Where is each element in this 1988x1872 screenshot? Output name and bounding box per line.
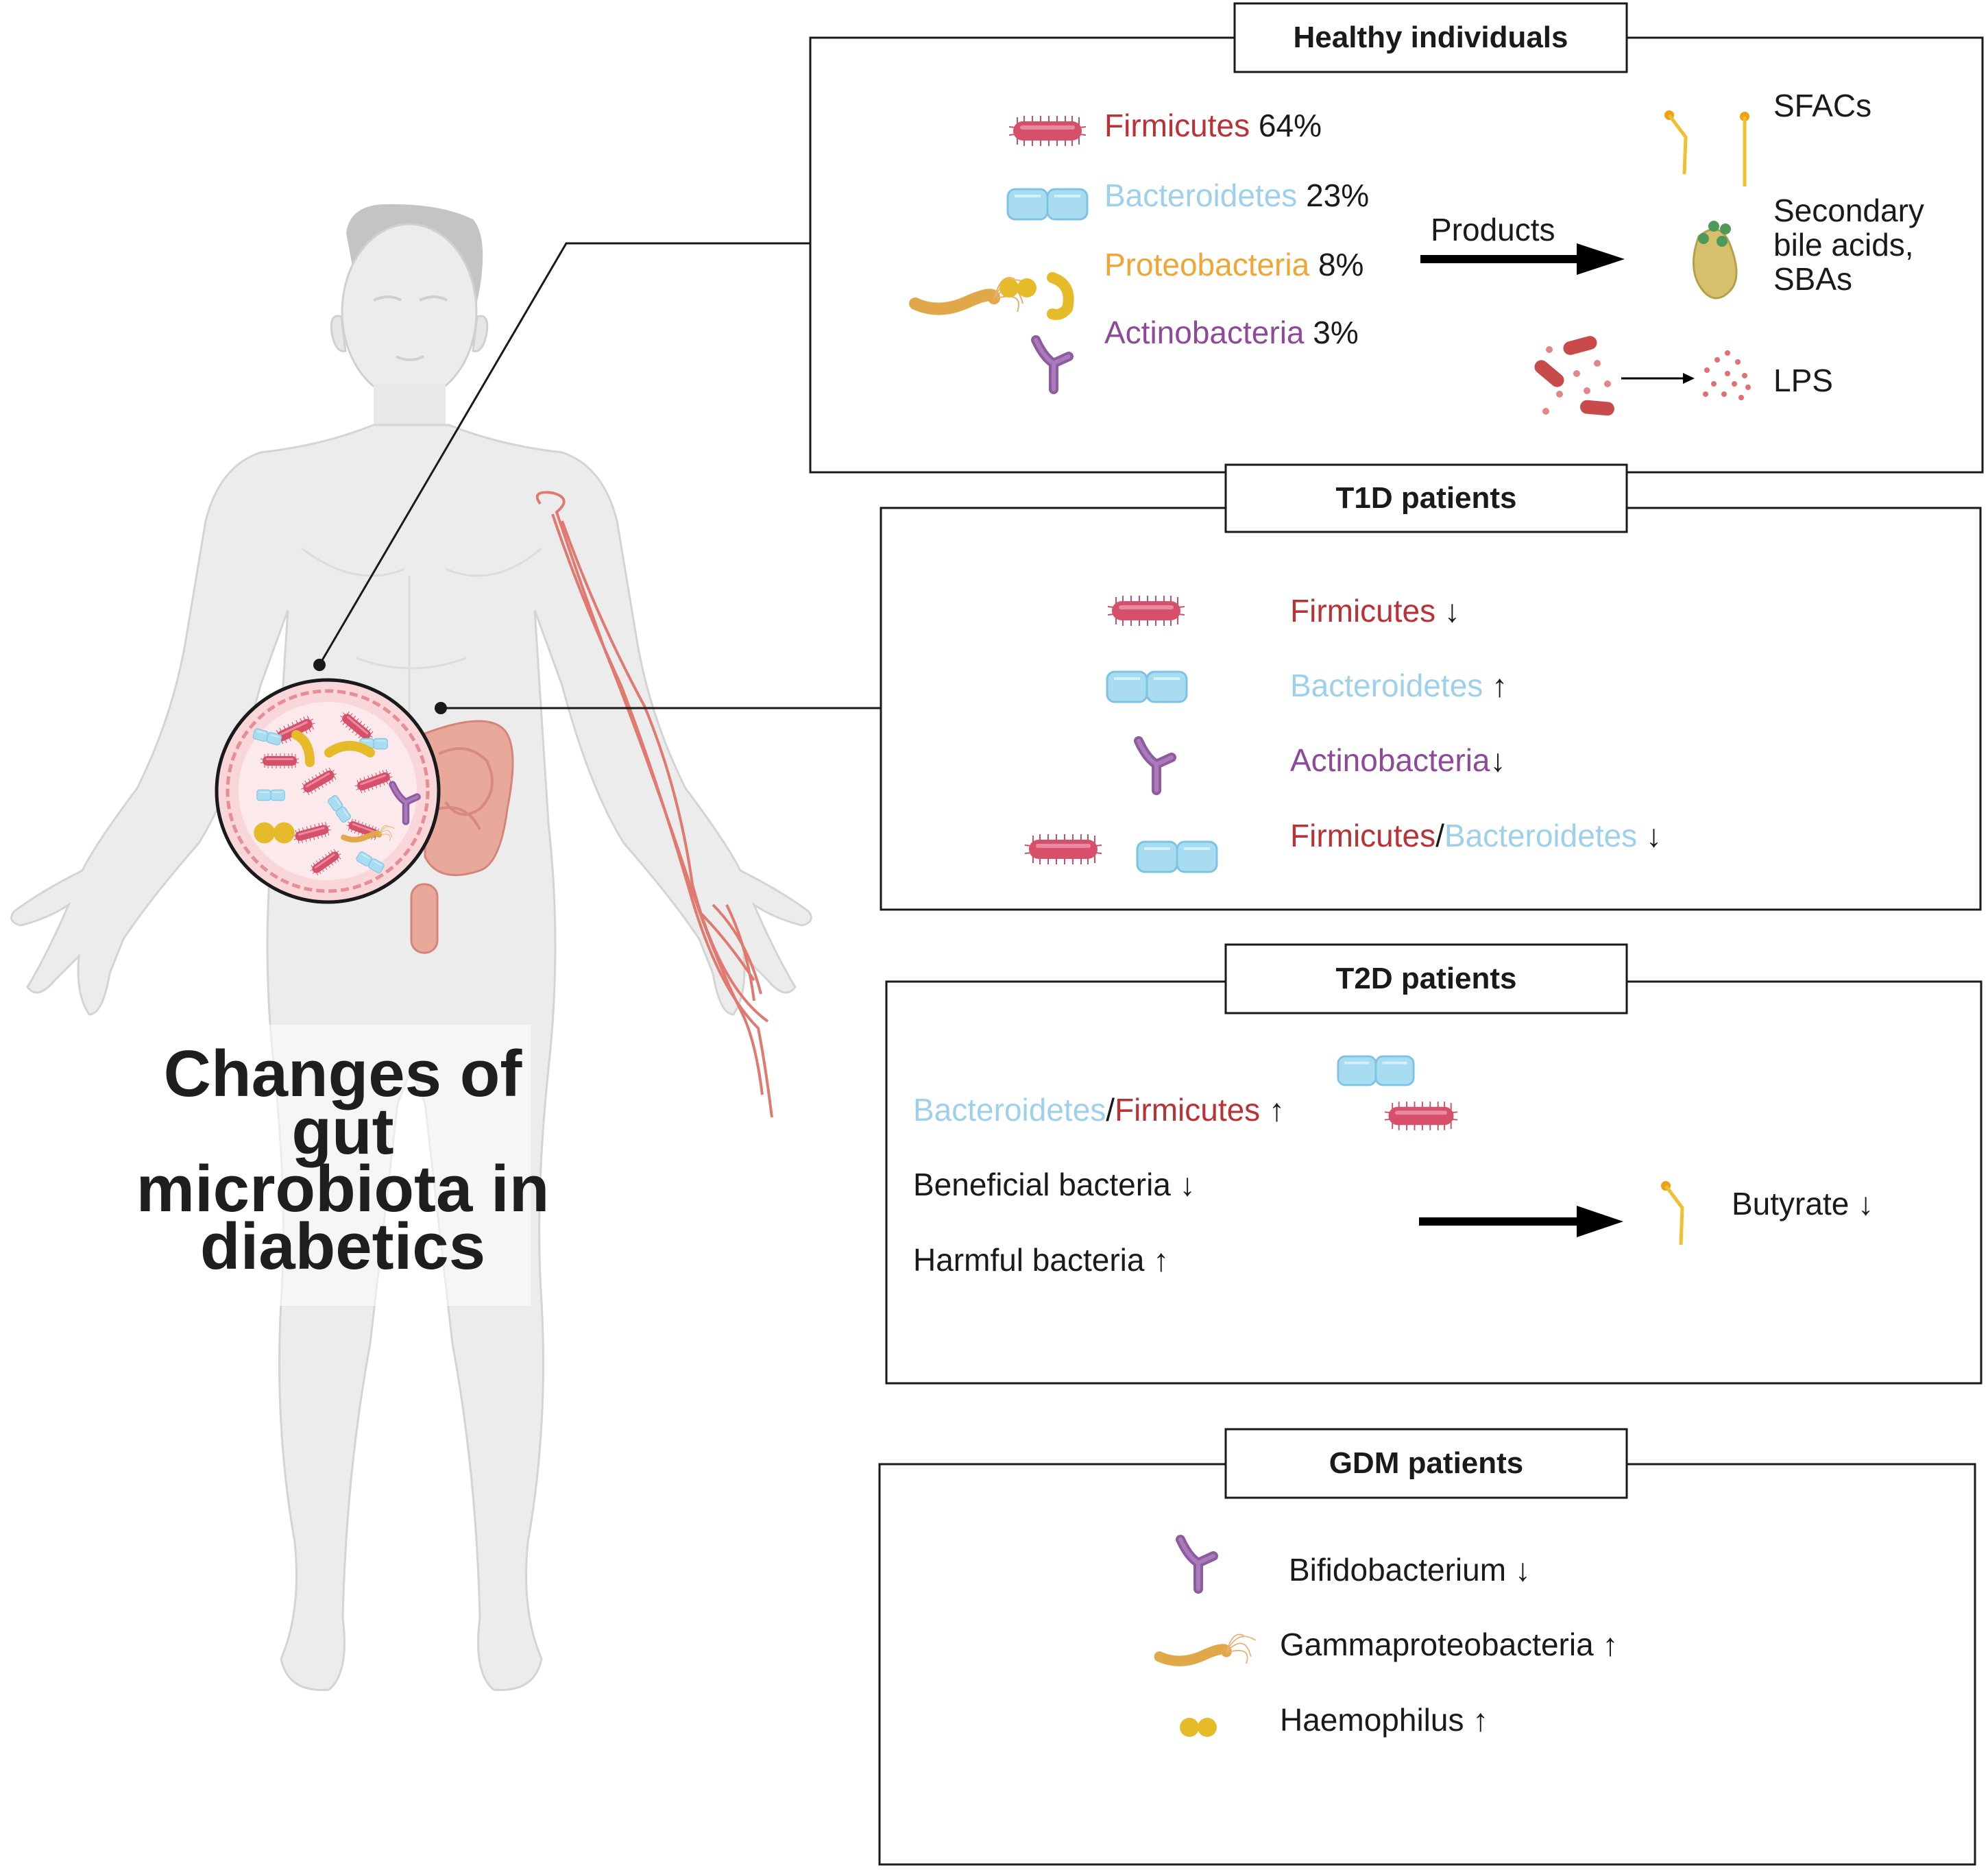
firmicutes-label: Firmicutes [1104, 108, 1250, 143]
sbas-line-1: Secondary [1773, 193, 1924, 228]
proteobacteria-percent: 8% [1318, 247, 1364, 282]
sfacs-label: SFACs [1773, 88, 1872, 123]
t1d-bacteroidetes-row: Bacteroidetes ↑ [1290, 670, 1507, 701]
proteobacteria-label: Proteobacteria [1104, 247, 1310, 282]
main-title: Changes of gut microbiota in diabetics [130, 1037, 555, 1283]
haemophilus-label: Haemophilus ↑ [1280, 1702, 1489, 1738]
sbas-label: Secondary bile acids, SBAs [1773, 193, 1924, 296]
diplococcus-icon [999, 278, 1037, 297]
t2d-bacteroidetes-icon [1337, 1055, 1416, 1086]
t1d-bacteroidetes-label: Bacteroidetes [1290, 668, 1483, 703]
ratio-slash: / [1106, 1092, 1115, 1128]
intestine-illustration [410, 720, 514, 954]
down-arrow-symbol: ↓ [1490, 742, 1506, 778]
gdm-bifidobacterium-icon [1180, 1540, 1213, 1589]
bacteroidetes-percent: 23% [1306, 178, 1370, 213]
bacteroidetes-icon [1006, 188, 1089, 221]
lps-arrow-head [1683, 373, 1695, 384]
healthy-actinobacteria-row: Actinobacteria 3% [1104, 317, 1359, 348]
healthy-bacteroidetes-row: Bacteroidetes 23% [1104, 180, 1369, 211]
connector-dot-1 [313, 659, 326, 671]
main-title-line-1: Changes of gut [163, 1037, 522, 1168]
healthy-title: Healthy individuals [1293, 21, 1568, 54]
vibrio-icon [1047, 272, 1074, 320]
healthy-proteobacteria-row: Proteobacteria 8% [1104, 249, 1363, 280]
t2d-ratio-firmicutes: Firmicutes [1115, 1092, 1261, 1128]
up-arrow-symbol: ↑ [1268, 1092, 1285, 1128]
sfac-icon-2 [1740, 112, 1749, 186]
lps-label: LPS [1773, 363, 1833, 398]
connector-lines [318, 242, 881, 709]
t1d-ratio-firmicutes-icon [1024, 834, 1102, 865]
panel-title-boxes [1224, 2, 1628, 1499]
title-backdrop [152, 1025, 531, 1306]
t2d-ratio-bacteroidetes: Bacteroidetes [913, 1092, 1106, 1128]
down-arrow-symbol: ↓ [1444, 593, 1460, 629]
t1d-firmicutes-icon [1107, 595, 1185, 627]
connector-dot-2 [435, 702, 447, 714]
sbas-line-3: SBAs [1773, 261, 1853, 297]
butyrate-icon [1661, 1181, 1682, 1245]
t1d-ratio-bacteroidetes: Bacteroidetes [1444, 818, 1638, 853]
gut-microbiota-magnifier [215, 678, 441, 904]
gdm-haemophilus-icon [1180, 1718, 1217, 1737]
firmicutes-percent: 64% [1258, 108, 1322, 143]
human-body-figure [10, 204, 812, 1691]
sfac-icon-1 [1664, 110, 1686, 174]
t1d-actinobacteria-label: Actinobacteria [1290, 742, 1490, 778]
t2d-title: T2D patients [1335, 962, 1517, 995]
t1d-firmicutes-label: Firmicutes [1290, 593, 1436, 629]
t2d-arrow-head [1577, 1206, 1623, 1237]
t1d-bacteroidetes-icon [1106, 670, 1188, 703]
actinobacteria-percent: 3% [1313, 315, 1359, 350]
main-title-line-3: diabetics [199, 1210, 486, 1283]
lps-particles-icon [1703, 350, 1751, 400]
harmful-bacteria-label: Harmful bacteria ↑ [913, 1242, 1169, 1278]
gammaproteobacteria-label: Gammaproteobacteria ↑ [1280, 1627, 1619, 1662]
lps-source-icon [1534, 336, 1614, 416]
bile-acid-icon [1692, 221, 1738, 300]
down-arrow-symbol: ↓ [1645, 818, 1662, 853]
actinobacteria-icon [1036, 340, 1069, 389]
t1d-actinobacteria-row: Actinobacteria↓ [1290, 744, 1506, 776]
t1d-title: T1D patients [1335, 481, 1517, 515]
main-title-line-2: microbiota in [136, 1152, 550, 1226]
bacteroidetes-label: Bacteroidetes [1104, 178, 1298, 213]
products-arrow-head [1577, 243, 1625, 275]
gdm-gammaproteobacteria-icon [1159, 1635, 1255, 1664]
ratio-slash: / [1435, 818, 1444, 853]
t1d-ratio-row: Firmicutes/Bacteroidetes ↓ [1290, 820, 1662, 851]
up-arrow-symbol: ↑ [1492, 668, 1508, 703]
gdm-title: GDM patients [1329, 1446, 1524, 1480]
t1d-firmicutes-row: Firmicutes ↓ [1290, 595, 1460, 627]
firmicutes-icon [1008, 115, 1087, 147]
t1d-ratio-bacteroidetes-icon [1136, 840, 1218, 873]
products-label: Products [1431, 212, 1555, 247]
butyrate-label: Butyrate ↓ [1732, 1186, 1874, 1221]
actinobacteria-label: Actinobacteria [1104, 315, 1305, 350]
t2d-firmicutes-icon [1383, 1101, 1459, 1131]
t1d-actinobacteria-icon [1139, 741, 1172, 790]
bifidobacterium-label: Bifidobacterium ↓ [1289, 1552, 1531, 1588]
sbas-line-2: bile acids, [1773, 227, 1914, 263]
t2d-ratio-row: Bacteroidetes/Firmicutes ↑ [913, 1094, 1285, 1126]
beneficial-bacteria-label: Beneficial bacteria ↓ [913, 1167, 1196, 1202]
t1d-ratio-firmicutes: Firmicutes [1290, 818, 1436, 853]
healthy-firmicutes-row: Firmicutes 64% [1104, 110, 1322, 141]
